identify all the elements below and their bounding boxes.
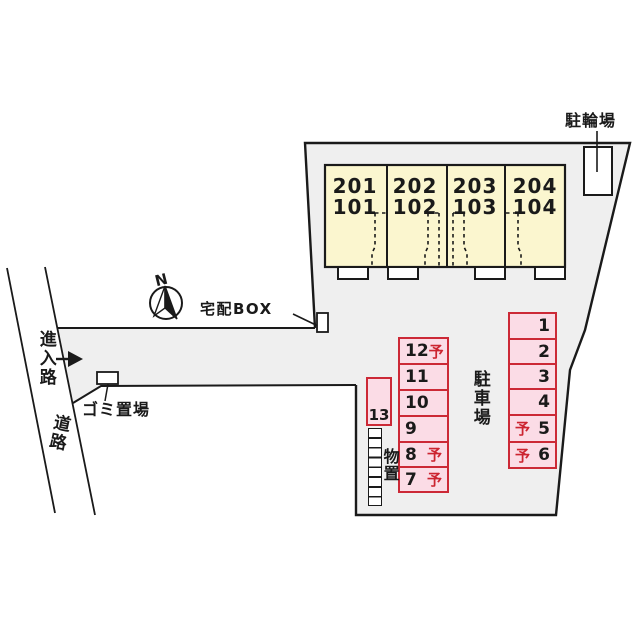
building-unit-2: 202 102 [385, 165, 445, 267]
unit-upper-number: 202 [392, 174, 438, 198]
parking-space-7: 7 予 [398, 466, 449, 493]
garbage-area-label: ゴミ置場 [82, 400, 151, 419]
space-number: 7 [405, 469, 417, 490]
parking-space-12: 12 予 [398, 337, 449, 365]
building-unit-1: 201 101 [325, 165, 385, 267]
space-number: 13 [368, 406, 390, 424]
storage-label: 物置 [380, 448, 400, 482]
space-number: 4 [538, 392, 550, 412]
space-number: 10 [405, 393, 429, 413]
space-number: 11 [405, 367, 429, 387]
building-outline [323, 163, 567, 269]
space-number: 5 [538, 418, 550, 439]
unit-lower-number: 102 [392, 195, 438, 219]
parking-space-1: 1 [508, 312, 557, 340]
bicycle-parking-label: 駐輪場 [565, 111, 617, 130]
unit-lower-number: 103 [452, 195, 498, 219]
parking-space-5: 5 予 [508, 414, 557, 443]
reserved-mark: 予 [515, 446, 531, 465]
building-unit-3: 203 103 [445, 165, 505, 267]
space-number: 9 [405, 419, 417, 439]
delivery-box-pointer [292, 313, 319, 327]
unit-upper-number: 203 [452, 174, 498, 198]
compass-icon [149, 285, 183, 320]
parking-space-13: 13 [366, 377, 392, 426]
reserved-mark: 予 [428, 342, 444, 361]
parking-lot-label: 駐車場 [469, 370, 490, 427]
entrance-steps [337, 266, 566, 280]
space-number: 1 [538, 316, 550, 336]
parking-space-6: 6 予 [508, 441, 557, 469]
building-units: 201 101 202 102 203 103 204 104 [325, 165, 565, 267]
parking-space-2: 2 [508, 338, 557, 365]
driveway-bottom-line [72, 384, 357, 404]
delivery-box-label: 宅配BOX [200, 300, 273, 318]
unit-upper-number: 204 [512, 174, 558, 198]
reserved-mark: 予 [515, 420, 531, 438]
unit-lower-number: 104 [512, 195, 558, 219]
parking-space-10: 10 [398, 389, 449, 417]
road-left-line [6, 267, 56, 514]
space-number: 6 [538, 445, 550, 465]
reserved-mark: 予 [426, 471, 442, 489]
approach-road-label: 進入路 [35, 330, 56, 387]
delivery-box [316, 312, 329, 333]
parking-space-11: 11 [398, 363, 449, 391]
parking-space-9: 9 [398, 415, 449, 443]
parking-space-8: 8 予 [398, 441, 449, 468]
parking-space-4: 4 [508, 388, 557, 416]
bicycle-parking-box [583, 146, 613, 196]
space-number: 2 [538, 341, 550, 362]
property-boundary [303, 141, 632, 517]
building-unit-4: 204 104 [505, 165, 565, 267]
garbage-area-pointer [104, 383, 109, 402]
unit-lower-number: 101 [332, 195, 378, 219]
unit-entry-dashed-lines [371, 212, 522, 267]
parking-space-3: 3 [508, 363, 557, 390]
road-right-line [44, 266, 96, 516]
space-number: 8 [405, 444, 417, 465]
space-number: 12 [405, 341, 429, 361]
unit-upper-number: 201 [332, 174, 378, 198]
approach-arrow-icon [56, 351, 83, 367]
space-number: 3 [538, 366, 550, 387]
storage-shed-units [368, 428, 382, 506]
garbage-area-box [96, 371, 119, 385]
reserved-mark: 予 [426, 446, 442, 464]
